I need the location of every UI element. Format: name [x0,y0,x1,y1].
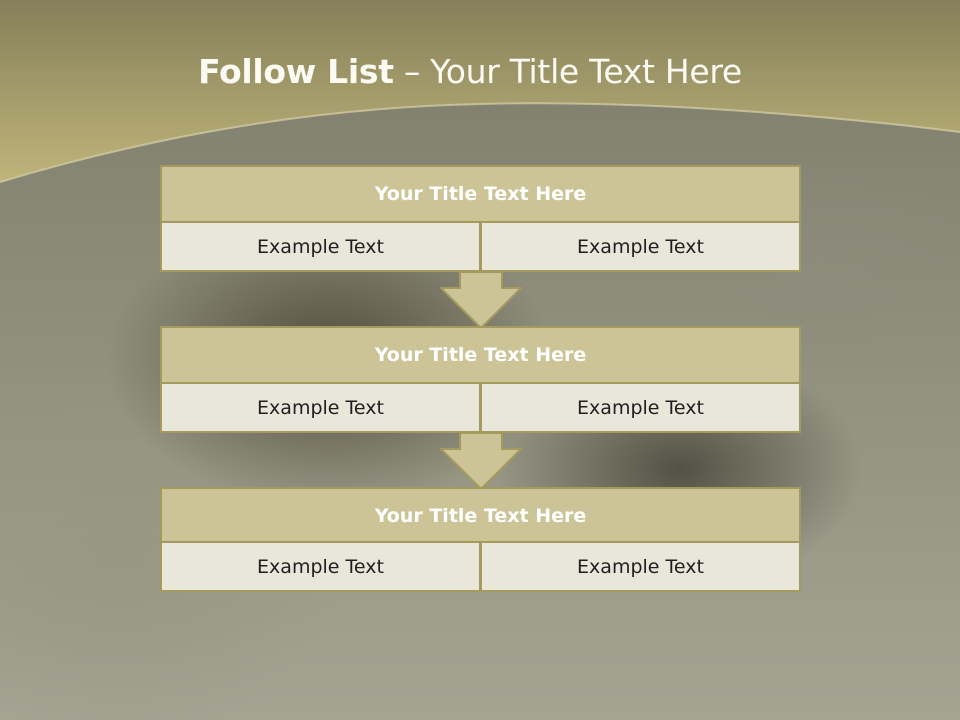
step-3-left-cell: Example Text [160,541,481,592]
step-1-title: Your Title Text Here [160,165,801,223]
slide-title-bold: Follow List [198,52,394,91]
slide-title: Follow List – Your Title Text Here [0,52,940,91]
step-2-title: Your Title Text Here [160,326,801,384]
step-3-right-cell: Example Text [480,541,801,592]
down-arrow-icon [440,432,522,490]
down-arrow-icon [440,271,522,329]
step-2-left-cell: Example Text [160,382,481,433]
step-3-title: Your Title Text Here [160,487,801,545]
step-1-left-cell: Example Text [160,221,481,272]
step-2-right-cell: Example Text [480,382,801,433]
title-banner [0,0,960,183]
slide-title-rest: – Your Title Text Here [403,52,742,91]
step-1-right-cell: Example Text [480,221,801,272]
